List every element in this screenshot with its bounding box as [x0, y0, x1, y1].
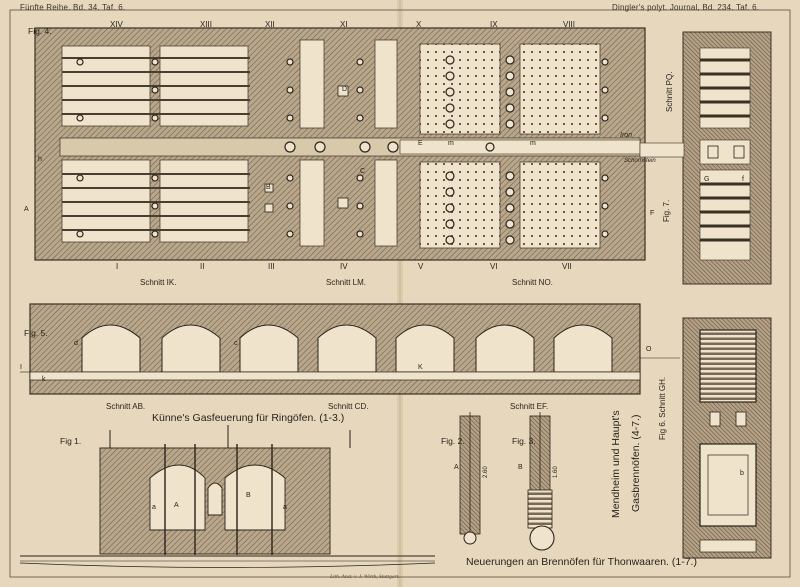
numeral-ix: IX	[490, 20, 498, 29]
caption-gasbrennoefen: Gasbrennöfen. (4-7.)	[630, 414, 642, 512]
header-right: Dingler's polyt. Journal, Bd. 234. Taf. …	[612, 3, 760, 12]
label-d: d	[74, 340, 78, 347]
fig7-plan	[639, 31, 772, 285]
section-ik: Schnitt IK.	[140, 278, 177, 287]
fig2-label: Fig. 2.	[441, 436, 465, 446]
fig3-label: Fig. 3.	[512, 436, 536, 446]
label-schornstein: Schornstein	[624, 158, 656, 164]
label-m: m	[448, 140, 454, 147]
label-a-fig1: a	[152, 504, 156, 511]
imprint: Lith. Anst. v. J. Wirth, Stuttgart.	[330, 574, 400, 580]
label-B-fig1: B	[246, 492, 251, 499]
section-no: Schnitt NO.	[512, 278, 553, 287]
numeral-iii: III	[268, 262, 275, 271]
label-C: C	[360, 168, 366, 175]
label-D: D	[342, 86, 348, 93]
label-a-fig1-2: a	[283, 504, 287, 511]
numeral-i: I	[116, 262, 119, 271]
numeral-vii: VII	[562, 262, 572, 271]
label-I: I	[20, 364, 22, 371]
section-cd: Schnitt CD.	[328, 402, 369, 411]
label-m-2: m	[530, 140, 536, 147]
label-A-fig2: A	[454, 464, 459, 471]
fig6-label: Fig 6. Schnitt GH.	[658, 376, 667, 440]
numeral-viii: VIII	[563, 20, 576, 29]
section-ef: Schnitt EF.	[510, 402, 549, 411]
fig5-label: Fig. 5.	[24, 328, 48, 338]
numeral-ii: II	[200, 262, 205, 271]
label-B: B	[266, 184, 271, 191]
label-E: E	[418, 140, 423, 147]
caption-kuenne: Künne's Gasfeuerung für Ringöfen. (1-3.)	[152, 412, 345, 424]
label-k: k	[42, 376, 46, 383]
numeral-vi: VI	[490, 262, 498, 271]
label-A-plan: A	[24, 206, 29, 213]
label-K: K	[418, 364, 423, 371]
fig2-fig3-details	[459, 412, 555, 551]
label-c: c	[234, 340, 238, 347]
numeral-iv: IV	[340, 262, 348, 271]
label-B-fig3: B	[518, 464, 523, 471]
fig7-label: Fig. 7.	[662, 199, 671, 222]
caption-neuerungen: Neuerungen an Brennöfen für Thonwaaren. …	[466, 556, 697, 568]
label-h: h	[38, 156, 42, 163]
label-A-fig1: A	[174, 502, 179, 509]
label-g: G	[704, 176, 710, 183]
fig1-label: Fig 1.	[60, 436, 82, 446]
label-O: O	[646, 346, 652, 353]
numeral-x: X	[416, 20, 422, 29]
numeral-xiii: XIII	[200, 20, 213, 29]
dimension-fig3: 1.60	[553, 466, 559, 478]
fig4-label: Fig. 4.	[28, 26, 52, 36]
dimension-fig2: 2.60	[483, 466, 489, 478]
label-iron: Iron	[620, 132, 633, 139]
fig6-section	[682, 317, 772, 559]
fig1-elevation	[19, 425, 436, 568]
section-pq: Schnitt PQ.	[665, 71, 674, 112]
fig4-plan	[34, 27, 646, 261]
label-f: f	[742, 176, 744, 183]
numeral-xi: XI	[340, 20, 348, 29]
header-left: Fünfte Reihe. Bd. 34. Taf. 6.	[20, 3, 126, 12]
label-F: F	[650, 210, 655, 217]
numeral-xii: XII	[265, 20, 275, 29]
section-lm: Schnitt LM.	[326, 278, 367, 287]
label-b-fig6: b	[740, 470, 744, 477]
numeral-xiv: XIV	[110, 20, 123, 29]
fig5-section	[20, 303, 680, 395]
numeral-v: V	[418, 262, 424, 271]
caption-mendheim: Mendheim und Haupt's	[610, 410, 622, 518]
section-ab: Schnitt AB.	[106, 402, 146, 411]
